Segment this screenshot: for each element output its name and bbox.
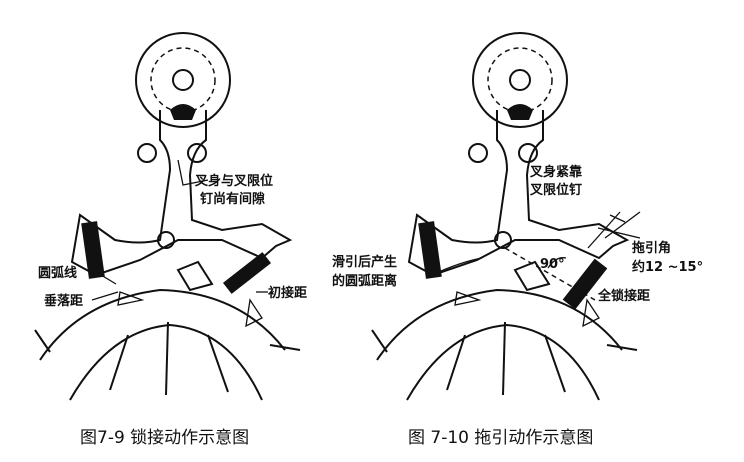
impulse-jewel [507, 104, 533, 120]
label-fork-gap-1: 叉身与叉限位 [194, 173, 273, 189]
caption-figure-7-10: 图 7-10 拖引动作示意图 [408, 428, 593, 448]
impulse-jewel [170, 104, 196, 120]
banking-pin-left [468, 143, 488, 163]
exit-pallet-stone [222, 252, 272, 294]
fork-pivot [157, 231, 175, 249]
entry-pallet-stone [418, 221, 442, 279]
escape-wheel [371, 260, 638, 401]
label-drop-distance: 垂落距 [44, 293, 83, 309]
figure-draw-action: 叉身紧靠 叉限位钉 滑引后产生 的圆弧距离 90° 拖引角 约12 ~15° 全… [332, 32, 703, 448]
exit-pallet-stone [562, 258, 608, 310]
caption-figure-7-9: 图7-9 锁接动作示意图 [80, 428, 249, 448]
label-arc-line: 圆弧线 [38, 265, 77, 281]
label-angle-90: 90° [540, 257, 565, 272]
banking-pin-right [518, 143, 538, 163]
entry-pallet-stone [81, 221, 105, 279]
label-fork-gap-2: 钉尚有间隙 [200, 191, 265, 207]
label-initial-lock: 初接距 [268, 285, 307, 301]
fork-pivot [494, 231, 512, 249]
escape-wheel [34, 260, 301, 401]
pallet-fork [70, 110, 293, 294]
figure-lock-action: 叉身与叉限位 钉尚有间隙 圆弧线 垂落距 初接距 图7-9 锁接动作示意图 [34, 32, 307, 448]
label-fork-contact-2: 叉限位钉 [529, 182, 582, 198]
label-draw-angle-1: 拖引角 [632, 240, 671, 256]
banking-pin-right [187, 143, 207, 163]
label-fork-contact-1: 叉身紧靠 [529, 164, 582, 180]
pallet-fork [407, 110, 630, 310]
label-slide-arc-2: 的圆弧距离 [332, 273, 397, 289]
balance-roller [472, 32, 568, 128]
label-slide-arc-1: 滑引后产生 [332, 254, 397, 270]
label-full-lock: 全锁接距 [597, 288, 650, 304]
banking-pin-left [137, 143, 157, 163]
label-draw-angle-2: 约12 ~15° [632, 259, 703, 275]
balance-roller [135, 32, 231, 128]
